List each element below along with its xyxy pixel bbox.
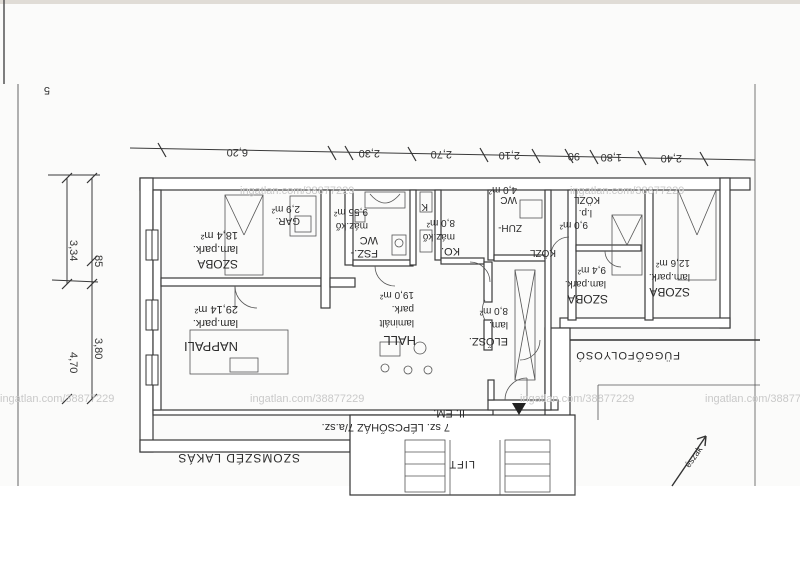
kozl-finish: l.p. [579,207,592,218]
emelet-label: II. EM. [433,407,465,419]
top-scan-edge [0,0,800,4]
dim-left-3: 3,80 [92,338,104,359]
fuggofolyoso-label: FÜGGŐFOLYOSÓ [575,349,680,363]
gallery-corridor [570,339,760,495]
dim-left-2: 85 [92,255,104,267]
szoba3-finish: lam.park. [649,271,690,282]
dim-top-6: 1,80 [601,151,622,163]
dim-top-1: 6,20 [227,146,248,158]
dim-top-4: 2,10 [499,149,520,161]
zuh-name: ZUH- [498,222,522,233]
fsz-name2: WC [360,234,378,246]
watermark-4: ingatlan.com/38877229 [250,393,364,405]
eloter-area: 8,0 m² [479,305,508,316]
ko-name: KO. [441,245,460,257]
kozl-name: KÖZL [573,194,600,206]
dim-top-3: 2,70 [431,148,452,160]
szoba2-finish: lam.park. [565,278,606,289]
lepcsohaz-label: 7 sz. LÉPCSŐHÁZ 7/a.sz. [322,421,450,435]
nappali-name: NAPPALI [184,339,238,354]
szomszed-label: SZOMSZÉD LAKÁS [177,451,300,466]
fsz-area: 9,55 m² [333,206,368,217]
szoba1-area: 18,4 m² [200,229,238,241]
dim-left-4: 4,70 [67,352,79,373]
ko-area: 8,0 m² [426,217,455,228]
fixtures [189,189,717,381]
zuh-name2: WC [500,194,517,205]
hall-finish: laminált [379,317,414,328]
nappali-finish: lam.park. [193,317,238,329]
staircase [349,403,576,496]
kozl-area: 9,0 m² [559,219,588,230]
dim-top-2: 2,30 [359,147,380,159]
interior-walls [160,189,654,411]
page-mark: 5 [44,84,50,96]
szoba3-area: 12,6 m² [655,257,690,268]
szoba3-name: SZOBA [649,285,690,299]
fsz-finish: máz.kő [335,220,368,231]
ka-name: K [421,201,428,212]
dim-top-7: 2,40 [661,152,682,164]
zuh-area: 4,0 m² [488,184,517,195]
szoba1-finish: lam.park. [193,243,238,255]
fsz-name: FSZ.- [350,247,378,259]
szoba1-name: SZOBA [197,257,238,271]
left-dimension-lines [48,172,100,405]
gar-area: 2,9 m² [271,203,300,214]
room-labels: SZOBA lam.park. 18,4 m² GAR. 2,9 m² FSZ.… [184,184,690,354]
door-arcs [234,236,622,401]
entrance-arrow-icon [512,403,526,415]
dim-left-1: 3,34 [67,240,79,261]
szoba2-name: SZOBA [567,292,608,306]
left-windows [145,229,159,386]
watermarks: ingatlan.com/38877229 ingatlan.com/38877… [0,185,800,405]
szoba2-area: 9,4 m² [577,264,606,275]
watermark-1: ingatlan.com/38877229 [240,185,354,197]
hall-name: HALL [383,333,416,348]
lift-label: LIFT [448,458,475,470]
top-dimension-line [129,142,756,167]
kozl-name-b: KÖZL [529,247,556,259]
watermark-3: ingatlan.com/38877229 [0,393,114,405]
ko-finish: máz.kő [422,231,455,242]
dim-top-5: 90 [568,150,580,162]
gar-name: GAR. [276,215,300,226]
hall-finish2: park. [392,303,414,314]
eloter-name: ELŐSZ. [469,335,508,349]
watermark-5: ingatlan.com/38877229 [520,393,634,405]
north-arrow-icon [671,435,707,487]
hall-area: 19,0 m² [379,289,414,300]
watermark-6: ingatlan.com/38877229 [705,393,800,405]
watermark-2: ingatlan.com/38877229 [570,185,684,197]
eloter-finish: lam. [489,319,508,330]
bottom-band [0,486,800,566]
nappali-area: 29,14 m² [194,303,238,315]
